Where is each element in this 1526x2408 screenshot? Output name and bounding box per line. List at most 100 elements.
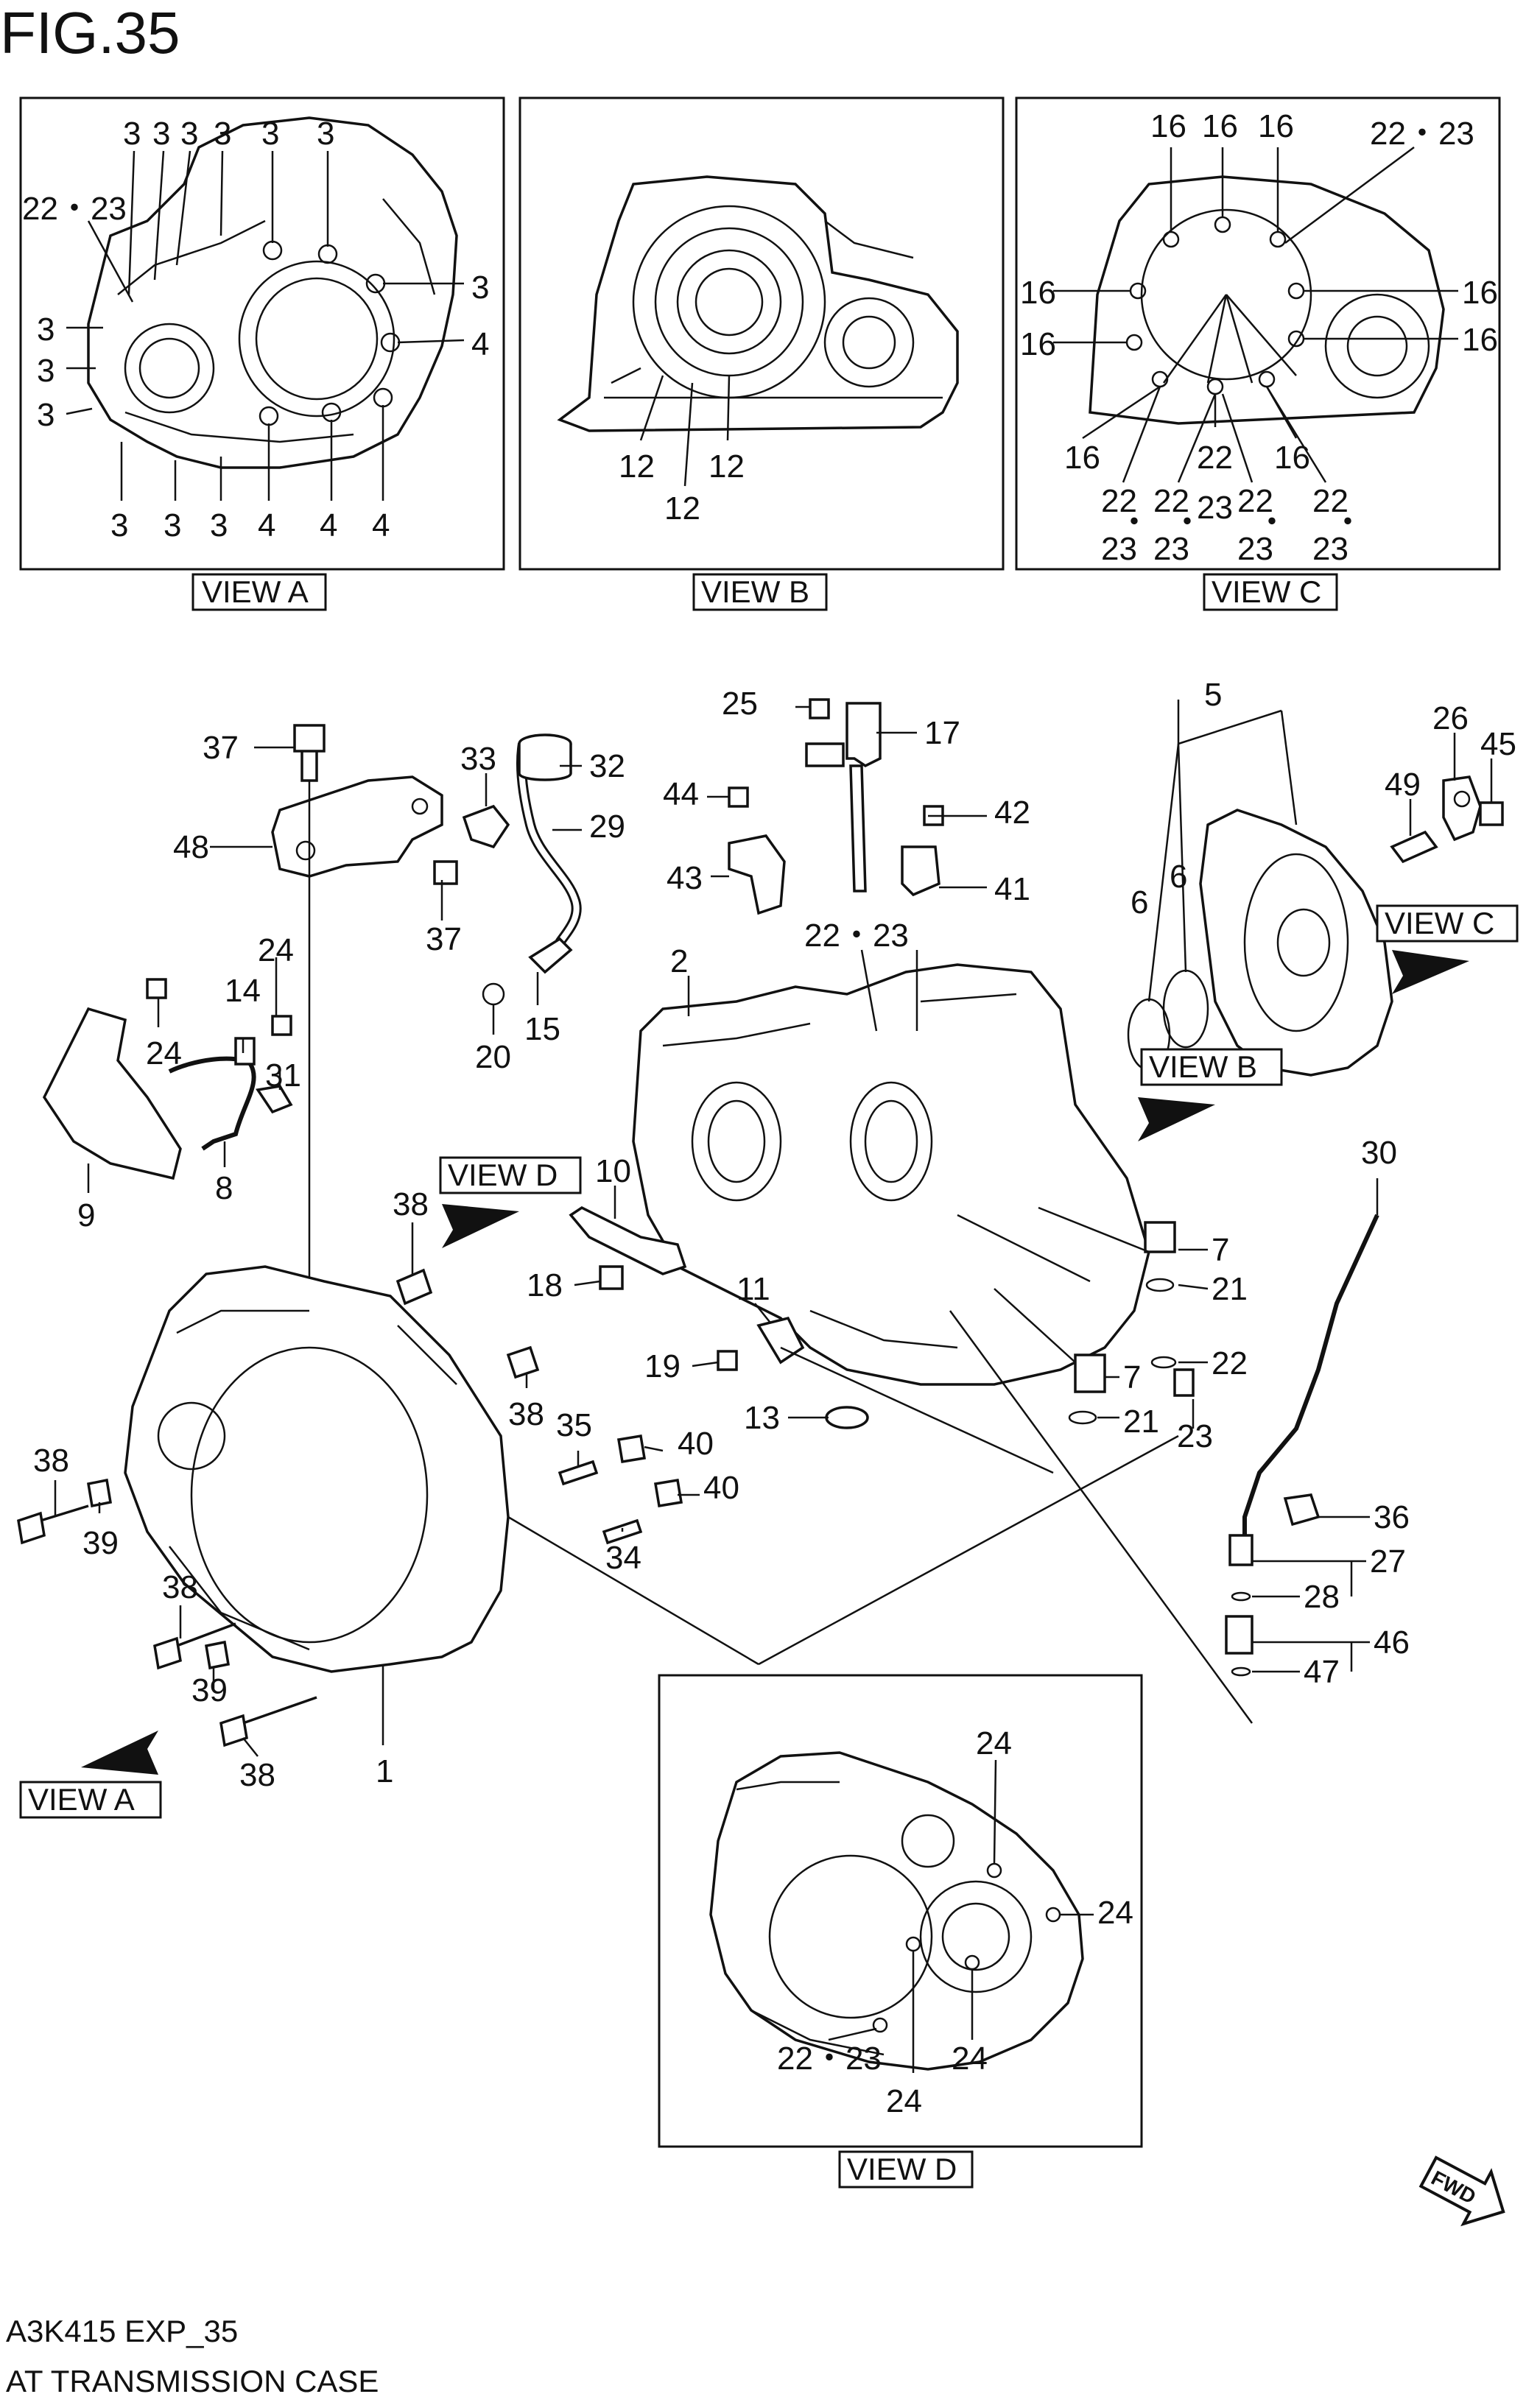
- bracket-14: [234, 1037, 256, 1066]
- callout-38: 38: [393, 1186, 429, 1222]
- callout-3: 3: [152, 116, 170, 152]
- callout-32: 32: [589, 748, 625, 784]
- callout-41: 41: [994, 871, 1030, 907]
- bolt-36: [1283, 1493, 1321, 1527]
- plug-15: [528, 937, 573, 974]
- cap-32: [518, 744, 572, 781]
- callout-24: 24: [886, 2083, 922, 2119]
- view-a-ribs: [117, 198, 436, 443]
- callout-2: 2: [670, 943, 688, 979]
- callout-3: 3: [317, 116, 334, 152]
- stud-35: [558, 1460, 599, 1486]
- view-b-side-bore-inner: [842, 315, 896, 370]
- view-b-panel: 12 12 12 VIEW B: [518, 96, 1005, 611]
- view-c-arrow: [1392, 950, 1469, 994]
- view-c-label: VIEW C: [1212, 574, 1321, 609]
- view-a-arrow: [81, 1731, 158, 1775]
- sensor-43: [728, 834, 786, 915]
- callout-13: 13: [744, 1400, 780, 1436]
- bolt-24-a: [146, 978, 167, 999]
- callout-7: 7: [1123, 1359, 1141, 1395]
- callout-44: 44: [663, 776, 699, 812]
- view-a-label: VIEW A: [202, 574, 309, 609]
- seal-20: [482, 982, 505, 1006]
- view-d-panel: 24 24 22・23 24 24 VIEW D: [658, 1674, 1143, 2189]
- view-a-tag-box: [191, 573, 327, 611]
- case-2-bore-right: [849, 1081, 933, 1202]
- callout-21: 21: [1212, 1271, 1248, 1307]
- callout-8: 8: [215, 1170, 233, 1206]
- rear-cover-dome: [1243, 853, 1349, 1032]
- callout-21: 21: [1123, 1404, 1159, 1440]
- callout-4: 4: [471, 326, 489, 362]
- callout-dot: ・: [1171, 504, 1203, 541]
- callout-35: 35: [556, 1407, 592, 1443]
- callout-25: 25: [722, 686, 758, 722]
- callout-5: 5: [1204, 677, 1222, 713]
- view-d-tag-box: [838, 2150, 974, 2189]
- bracket-26: [1442, 775, 1482, 842]
- callout-27: 27: [1370, 1543, 1406, 1580]
- callout-16: 16: [1064, 440, 1100, 476]
- view-c-side-bore-inner: [1346, 315, 1408, 377]
- view-a-bore: [238, 260, 395, 418]
- view-d-bolts: [872, 1862, 1061, 2033]
- view-c-leaders: [1053, 146, 1458, 483]
- callout-47: 47: [1304, 1654, 1340, 1690]
- washer-47: [1231, 1666, 1251, 1677]
- callout-42: 42: [994, 795, 1030, 831]
- callout-4: 4: [372, 507, 390, 543]
- bolt-19: [717, 1350, 738, 1371]
- view-d-ribs: [736, 1781, 885, 2056]
- callout-23: 23: [1312, 531, 1349, 567]
- bracket-11: [756, 1316, 805, 1365]
- callout-16: 16: [1150, 108, 1186, 144]
- bolt-38-c: [17, 1504, 89, 1545]
- view-d-ref-tag: [439, 1156, 582, 1194]
- callout-22: 22: [1153, 483, 1189, 519]
- case-1-bell-opening: [190, 1346, 429, 1644]
- callout-14: 14: [225, 973, 261, 1009]
- callout-38: 38: [239, 1757, 275, 1793]
- gasket-21-a: [1145, 1278, 1175, 1292]
- view-a-ref-label: VIEW A: [28, 1782, 135, 1817]
- view-b-arrow: [1138, 1097, 1215, 1141]
- bolt-38-b: [506, 1345, 540, 1379]
- callout-3: 3: [261, 116, 279, 152]
- callout-16: 16: [1202, 108, 1238, 144]
- union-46: [1225, 1615, 1254, 1655]
- case-2-bore-right-inner: [864, 1099, 918, 1183]
- view-a-small-bore-inner: [138, 337, 200, 399]
- view-c-side-bore: [1324, 293, 1430, 399]
- callout-23: 23: [1101, 531, 1137, 567]
- case-1: [124, 1265, 510, 1673]
- callout-16: 16: [1462, 275, 1498, 311]
- case-2-bore-left: [691, 1081, 782, 1202]
- view-b-tag-box: [692, 573, 828, 611]
- bolt-25: [809, 698, 830, 719]
- clamp-31: [256, 1085, 293, 1114]
- callout-38: 38: [162, 1569, 198, 1605]
- callout-43: 43: [667, 860, 703, 896]
- callout-23: 23: [1197, 490, 1233, 526]
- callout-24: 24: [1097, 1895, 1133, 1931]
- callout-4: 4: [258, 507, 275, 543]
- bolt-38-d: [153, 1622, 236, 1670]
- nut-40-a: [616, 1434, 647, 1464]
- dowel-39-a: [86, 1478, 113, 1508]
- view-d-arrow: [442, 1204, 519, 1248]
- view-b-drum-inner: [676, 249, 782, 355]
- callout-16: 16: [1274, 440, 1310, 476]
- case-2: [632, 963, 1150, 1386]
- bracket-48: [271, 775, 443, 878]
- clip-33: [462, 804, 510, 849]
- callout-26: 26: [1432, 700, 1469, 736]
- bolt-38-e: [219, 1696, 317, 1747]
- bolt-37-lower: [433, 860, 458, 885]
- callout-7: 7: [1212, 1232, 1229, 1268]
- callout-1: 1: [376, 1753, 393, 1789]
- bolt-18: [599, 1265, 624, 1290]
- view-d-small-bore: [901, 1814, 955, 1868]
- callout-36: 36: [1374, 1499, 1410, 1535]
